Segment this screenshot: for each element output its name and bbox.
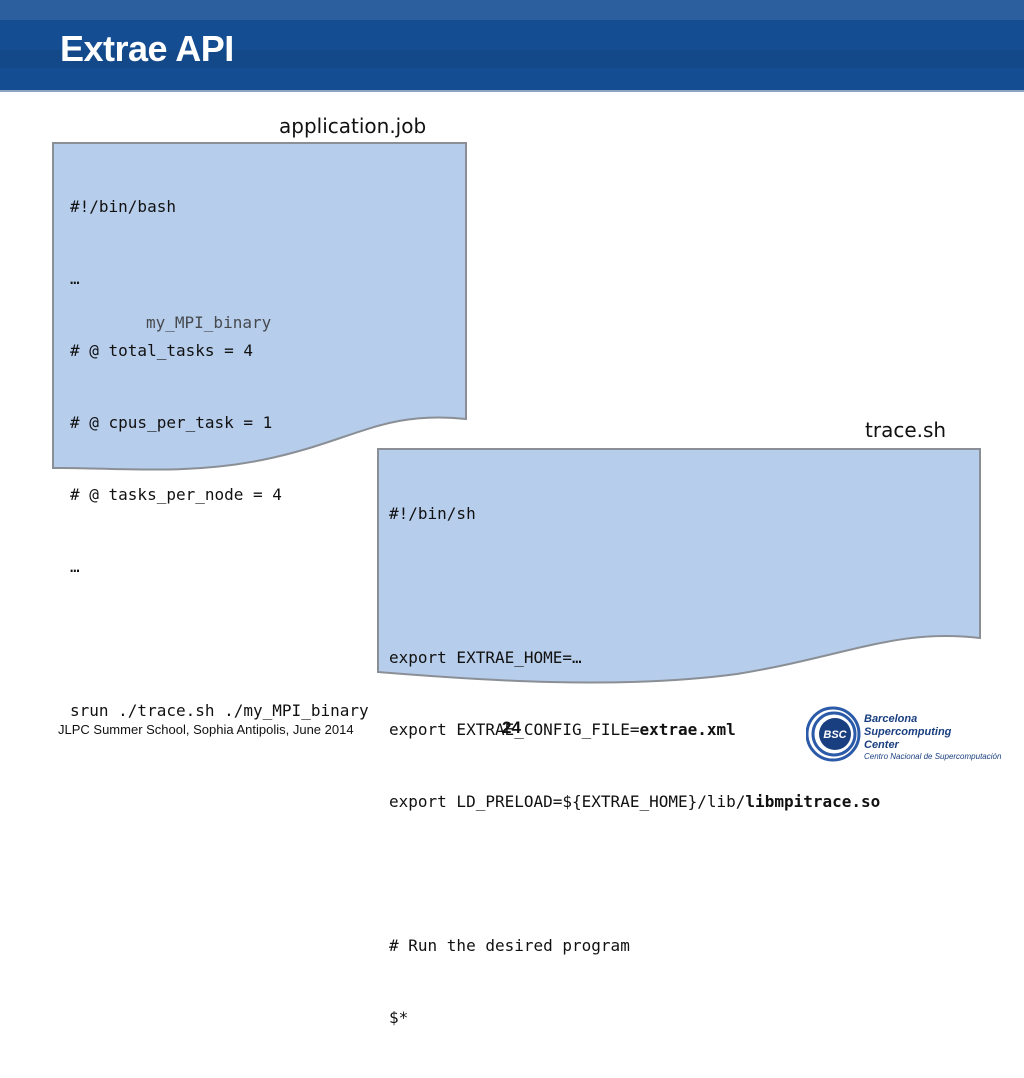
- code-line: #!/bin/bash: [70, 197, 176, 216]
- code-line: # @ cpus_per_task = 1: [70, 413, 273, 432]
- trace-file-label: trace.sh: [865, 418, 947, 442]
- code-line: export EXTRAE_CONFIG_FILE=extrae.xml: [389, 718, 880, 742]
- code-line: export LD_PRELOAD=${EXTRAE_HOME}/lib/lib…: [389, 790, 880, 814]
- code-line: export EXTRAE_HOME=…: [389, 648, 582, 667]
- config-file-name: extrae.xml: [639, 720, 736, 739]
- code-text: export EXTRAE_CONFIG_FILE=: [389, 720, 640, 739]
- code-line: [70, 627, 369, 651]
- code-line: # Run the desired program: [389, 936, 630, 955]
- code-line: srun ./trace.sh ./my_MPI_binary: [70, 701, 369, 720]
- footer-text: JLPC Summer School, Sophia Antipolis, Ju…: [58, 722, 354, 737]
- bsc-logo-mark: BSC: [805, 706, 861, 762]
- banner-stripe: [0, 50, 1024, 68]
- code-line: #!/bin/sh: [389, 504, 476, 523]
- code-line-blank: [389, 574, 880, 598]
- bsc-logo-monogram: BSC: [823, 729, 847, 741]
- code-line: # @ tasks_per_node = 4: [70, 485, 282, 504]
- trace-file-document: #!/bin/sh export EXTRAE_HOME=… export EX…: [377, 448, 983, 1027]
- job-file-code: #!/bin/bash … # @ total_tasks = 4 # @ cp…: [70, 147, 369, 771]
- code-line: …: [70, 557, 80, 576]
- slide-title: Extrae API: [60, 28, 234, 69]
- logo-text-line: Center: [864, 739, 899, 751]
- code-text: export LD_PRELOAD=${EXTRAE_HOME}/lib/: [389, 792, 746, 811]
- logo-subtitle: Centro Nacional de Supercomputación: [864, 752, 1002, 761]
- code-line: …: [70, 269, 80, 288]
- code-line-blank: [389, 862, 880, 886]
- logo-text-line: Supercomputing: [864, 726, 952, 738]
- page-number: 24: [502, 718, 521, 737]
- document-shape: [377, 448, 981, 684]
- banner-underline: [0, 90, 1024, 92]
- code-line: # @ total_tasks = 4: [70, 341, 254, 360]
- document-shape: [52, 142, 467, 471]
- title-banner: Extrae API: [0, 0, 1024, 92]
- trace-file-code: #!/bin/sh export EXTRAE_HOME=… export EX…: [389, 454, 880, 1078]
- code-line: $*: [389, 1008, 409, 1027]
- job-file-label: application.job: [279, 114, 427, 138]
- bsc-logo: BSC Barcelona Supercomputing Center Cent…: [805, 706, 1006, 762]
- overlapping-text: my_MPI_binary: [146, 313, 272, 332]
- job-file-document: #!/bin/bash … # @ total_tasks = 4 # @ cp…: [52, 142, 468, 720]
- logo-text-line: Barcelona: [864, 713, 918, 725]
- preload-library-name: libmpitrace.so: [745, 792, 881, 811]
- banner-stripe: [0, 0, 1024, 20]
